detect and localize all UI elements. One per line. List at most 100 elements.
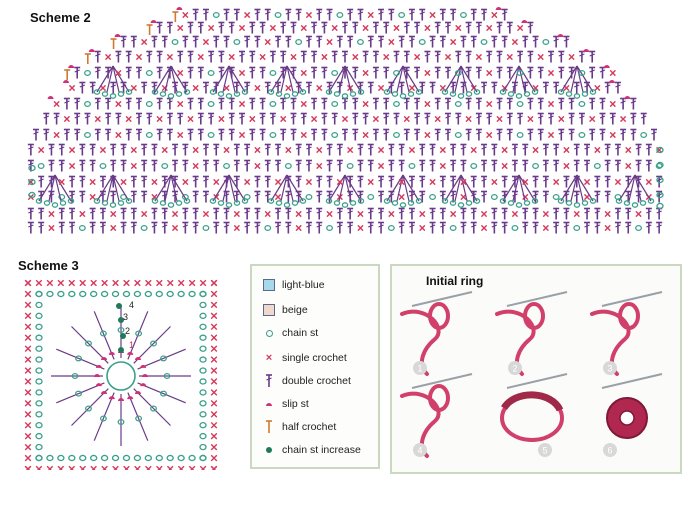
double-crochet-symbol <box>254 207 261 220</box>
double-crochet-symbol <box>398 221 405 234</box>
double-crochet-symbol <box>316 35 323 48</box>
single-crochet-symbol <box>609 131 616 139</box>
step-number: 1 <box>417 364 422 374</box>
double-crochet-symbol <box>120 221 127 234</box>
chain-stitch-symbol <box>291 91 299 97</box>
chain-stitch-symbol <box>398 11 406 19</box>
chain-stitch-symbol <box>35 301 43 309</box>
double-crochet-symbol <box>491 207 498 220</box>
chain-stitch-symbol <box>557 89 565 95</box>
slip-stitch-symbol <box>108 351 115 355</box>
chain-stitch-symbol <box>465 200 473 206</box>
chain-stitch-symbol <box>573 224 581 232</box>
double-crochet-symbol <box>269 112 276 125</box>
single-crochet-symbol <box>161 146 168 154</box>
double-crochet-symbol <box>156 97 163 110</box>
chain-stitch-symbol <box>212 11 220 19</box>
double-crochet-symbol <box>305 221 312 234</box>
single-crochet-symbol <box>24 400 32 407</box>
chain-stitch-symbol <box>199 367 207 374</box>
double-crochet-symbol <box>259 97 266 110</box>
slip-stitch-symbol <box>127 396 134 400</box>
double-crochet-symbol <box>295 8 302 21</box>
fan-cluster-symbol <box>212 65 246 93</box>
double-crochet-symbol <box>182 143 189 156</box>
double-crochet-symbol <box>233 175 240 188</box>
single-crochet-symbol <box>24 323 32 331</box>
single-crochet-symbol <box>321 53 328 61</box>
double-crochet-symbol <box>429 159 436 172</box>
single-crochet-symbol <box>24 279 32 287</box>
legend-item: slip st <box>262 397 309 411</box>
single-crochet-symbol <box>63 115 70 123</box>
chain-stitch-symbol <box>100 290 109 298</box>
double-crochet-symbol <box>491 143 498 156</box>
chain-stitch-symbol <box>391 200 399 206</box>
double-crochet-symbol <box>486 50 493 63</box>
double-crochet-symbol <box>182 81 189 94</box>
double-crochet-symbol <box>460 159 467 172</box>
legend-label: beige <box>282 304 308 316</box>
chain-stitch-symbol <box>357 38 364 46</box>
double-crochet-symbol <box>645 207 652 220</box>
double-crochet-symbol <box>285 35 292 48</box>
double-crochet-symbol <box>192 8 199 21</box>
single-crochet-symbol <box>202 38 210 46</box>
double-crochet-symbol <box>223 190 230 203</box>
chain-stitch-symbol <box>199 356 207 363</box>
double-crochet-symbol <box>305 207 312 220</box>
double-crochet-symbol <box>156 128 163 141</box>
double-crochet-symbol <box>27 207 34 220</box>
step-number: 2 <box>512 364 517 374</box>
double-crochet-symbol <box>537 112 544 125</box>
double-crochet-symbol <box>553 207 560 220</box>
chain-stitch-symbol <box>144 290 152 298</box>
single-crochet-symbol <box>182 178 189 186</box>
chain-stitch-symbol <box>399 93 407 99</box>
chain-stitch-symbol <box>635 224 642 232</box>
double-crochet-symbol <box>259 21 266 34</box>
single-crochet-symbol <box>68 162 76 170</box>
single-crochet-symbol <box>120 178 127 186</box>
double-crochet-symbol <box>192 207 199 220</box>
chain-stitch-symbol <box>275 200 283 206</box>
double-crochet-symbol <box>522 143 529 156</box>
single-crochet-symbol <box>24 290 32 298</box>
single-crochet-symbol <box>192 146 199 154</box>
double-crochet-symbol <box>352 66 359 79</box>
chain-stitch-symbol <box>133 290 142 298</box>
double-crochet-symbol <box>522 159 529 172</box>
double-crochet-symbol <box>94 128 101 141</box>
double-crochet-symbol <box>280 66 287 79</box>
single-crochet-symbol <box>171 210 179 218</box>
single-crochet-symbol <box>388 210 395 218</box>
double-crochet-symbol <box>285 190 292 203</box>
double-crochet-symbol <box>408 207 415 220</box>
legend-item: ×single crochet <box>262 351 347 365</box>
single-crochet-symbol <box>305 11 313 19</box>
single-crochet-symbol <box>542 210 549 218</box>
double-crochet-symbol <box>249 66 256 79</box>
single-crochet-symbol <box>486 24 493 32</box>
single-crochet-symbol <box>537 53 544 61</box>
double-crochet-symbol <box>511 143 518 156</box>
double-crochet-symbol <box>475 66 482 79</box>
double-crochet-symbol <box>316 207 323 220</box>
double-crochet-symbol <box>27 143 34 156</box>
single-crochet-symbol <box>424 100 431 108</box>
chain-stitch-symbol <box>117 91 125 97</box>
double-crochet-symbol <box>300 112 307 125</box>
chain-stitch-symbol <box>93 198 101 204</box>
double-crochet-symbol <box>573 190 580 203</box>
double-crochet-symbol <box>372 50 379 63</box>
double-crochet-symbol <box>305 81 312 94</box>
legend-label: single crochet <box>282 352 347 364</box>
single-crochet-symbol <box>316 162 323 170</box>
chain-stitch-symbol <box>333 91 341 97</box>
double-crochet-symbol <box>378 207 385 220</box>
single-crochet-symbol <box>367 178 374 186</box>
double-crochet-symbol <box>651 128 657 141</box>
double-crochet-symbol <box>388 159 395 172</box>
double-crochet-symbol <box>625 207 632 220</box>
radial-double-crochet <box>133 326 171 364</box>
